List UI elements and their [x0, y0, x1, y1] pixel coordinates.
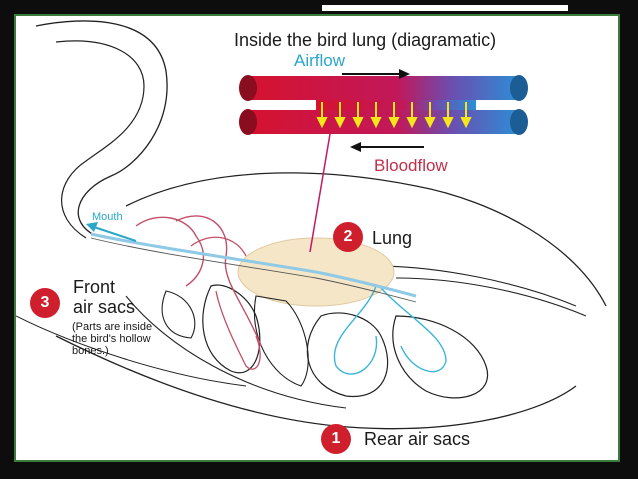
rear-air-sacs-label: Rear air sacs: [364, 429, 471, 449]
mouth-label: Mouth: [92, 211, 123, 223]
diagram-panel: Inside the bird lung (diagramatic) Airfl…: [14, 14, 620, 462]
bird-chest-outline: [125, 295, 347, 409]
top-tab: [322, 5, 568, 11]
bird-wing-line: [16, 315, 247, 387]
front-air-sac-3: [161, 290, 196, 339]
front-air-sac-1: [202, 284, 261, 374]
bird-spine-outline: [375, 265, 577, 307]
tube-end-right-upper: [510, 75, 528, 101]
tube-end-left-lower: [239, 109, 257, 135]
bloodflow-label: Bloodflow: [374, 156, 448, 175]
airflow-label: Airflow: [294, 51, 346, 70]
mouth-arrow-line: [93, 226, 137, 242]
lung-number-badge: 2: [333, 222, 363, 252]
bird-neck-inner-outline: [55, 40, 145, 239]
note-line: the bird's hollow: [72, 333, 151, 345]
front-air-sacs-label-line1: Front: [73, 277, 116, 297]
bird-diagram: [16, 20, 607, 430]
bird-neck-outline: [35, 20, 168, 237]
vessel-2: [175, 215, 262, 347]
vessel-3: [215, 290, 261, 370]
tube-end-right-lower: [510, 109, 528, 135]
trachea-edge: [90, 237, 417, 303]
air-path-rear: [333, 285, 378, 375]
rear-air-sac-2: [392, 315, 489, 399]
tube-middle-link: [316, 100, 476, 110]
mouth-arrowhead: [86, 222, 98, 232]
front-air-sacs-label-line2: air sacs: [73, 297, 136, 317]
trachea: [90, 232, 417, 298]
lower-tube: [246, 110, 521, 134]
air-path-rear-2: [380, 287, 447, 373]
note-line: (Parts are inside: [72, 321, 153, 333]
zoom-pointer-line: [309, 133, 331, 253]
bird-back-outline: [125, 172, 607, 307]
diagram-title: Inside the bird lung (diagramatic): [234, 30, 497, 50]
upper-tube: [246, 76, 521, 100]
vessel-4: [190, 236, 247, 257]
front-air-sacs-note: (Parts are inside the bird's hollow bone…: [72, 321, 152, 357]
tube-end-left-upper: [239, 75, 257, 101]
bloodflow-arrowhead: [350, 142, 361, 152]
front-air-sac-2: [254, 295, 309, 387]
bird-spine-outline-2: [395, 277, 587, 317]
rear-air-sac-1: [306, 312, 389, 398]
airflow-arrowhead: [399, 69, 410, 79]
front-air-sacs-number-badge: 3: [30, 288, 60, 318]
gas-exchange-arrows: [316, 102, 472, 129]
vessel-1: [135, 216, 205, 287]
note-line: bones.): [72, 345, 109, 357]
rear-air-sacs-number-badge: 1: [321, 424, 351, 454]
lung-label: Lung: [372, 228, 413, 248]
